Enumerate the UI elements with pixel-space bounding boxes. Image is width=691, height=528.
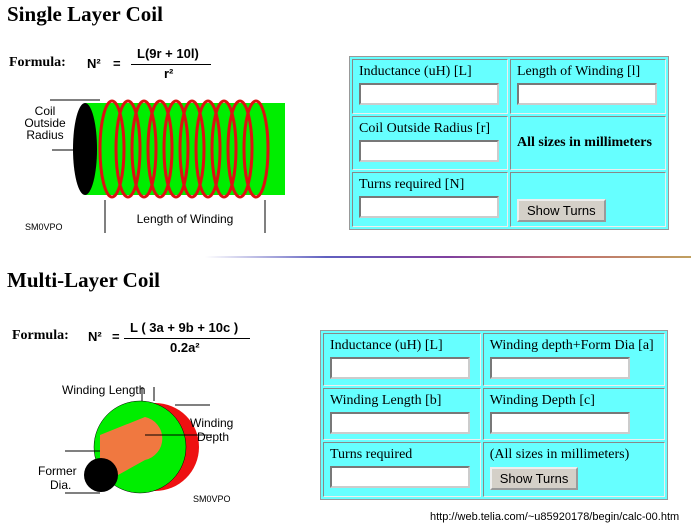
formula-label: Formula: bbox=[9, 55, 66, 70]
inductance-label: Inductance (uH) [L] bbox=[330, 338, 443, 353]
units-note: All sizes in millimeters bbox=[517, 134, 652, 150]
inductance-label: Inductance (uH) [L] bbox=[359, 64, 472, 79]
credit: SM0VPO bbox=[25, 222, 63, 232]
formula-numerator: L(9r + 10l) bbox=[137, 46, 199, 61]
units-note: (All sizes in millimeters) bbox=[489, 447, 630, 463]
multi-layer-form: Inductance (uH) [L] Winding depth+Form D… bbox=[320, 330, 668, 500]
a-input[interactable] bbox=[489, 357, 630, 379]
status-url: http://web.telia.com/~u85920178/begin/ca… bbox=[430, 511, 680, 523]
single-layer-title: Single Layer Coil bbox=[7, 2, 163, 26]
formula-eq: = bbox=[112, 329, 120, 344]
formula-denominator: 0.2a² bbox=[170, 340, 200, 355]
formula-denominator: r² bbox=[164, 66, 174, 81]
c-label: Winding Depth [c] bbox=[489, 392, 595, 408]
divider bbox=[205, 256, 691, 258]
a-label: Winding depth+Form Dia [a] bbox=[489, 338, 654, 353]
multi-formula: Formula: N² = L ( 3a + 9b + 10c ) 0.2a² bbox=[12, 320, 262, 356]
multi-layer-title: Multi-Layer Coil bbox=[7, 268, 161, 292]
formula-lhs: N² bbox=[87, 56, 101, 71]
single-formula: Formula: N² = L(9r + 10l) r² bbox=[9, 46, 219, 84]
length-label: Length of Winding [l] bbox=[517, 64, 641, 79]
radius-label: Coil Outside Radius [r] bbox=[359, 120, 491, 136]
formula-eq: = bbox=[113, 56, 121, 71]
formula-label: Formula: bbox=[12, 328, 69, 343]
single-layer-form: Inductance (uH) [L] Length of Winding [l… bbox=[349, 56, 669, 230]
length-input[interactable] bbox=[517, 83, 657, 105]
turns-output[interactable] bbox=[359, 196, 499, 219]
length-label: Length of Winding bbox=[137, 212, 234, 226]
radius-input[interactable] bbox=[359, 139, 499, 162]
show-turns-button[interactable]: Show Turns bbox=[517, 199, 606, 222]
credit: SM0VPO bbox=[193, 494, 231, 504]
turns-label: Turns required [N] bbox=[359, 177, 465, 193]
turns-label: Turns required bbox=[330, 447, 413, 463]
fraction-bar bbox=[124, 338, 250, 339]
winding-length-label: Winding Length bbox=[62, 383, 145, 397]
inductance-input[interactable] bbox=[359, 83, 499, 105]
b-input[interactable] bbox=[330, 411, 470, 434]
turns-output[interactable] bbox=[330, 466, 470, 489]
formula-numerator: L ( 3a + 9b + 10c ) bbox=[130, 320, 239, 335]
inductance-input[interactable] bbox=[330, 357, 470, 379]
fraction-bar bbox=[131, 64, 211, 65]
formula-lhs: N² bbox=[88, 329, 102, 344]
c-input[interactable] bbox=[489, 411, 630, 434]
show-turns-button[interactable]: Show Turns bbox=[489, 467, 579, 491]
b-label: Winding Length [b] bbox=[330, 392, 442, 408]
